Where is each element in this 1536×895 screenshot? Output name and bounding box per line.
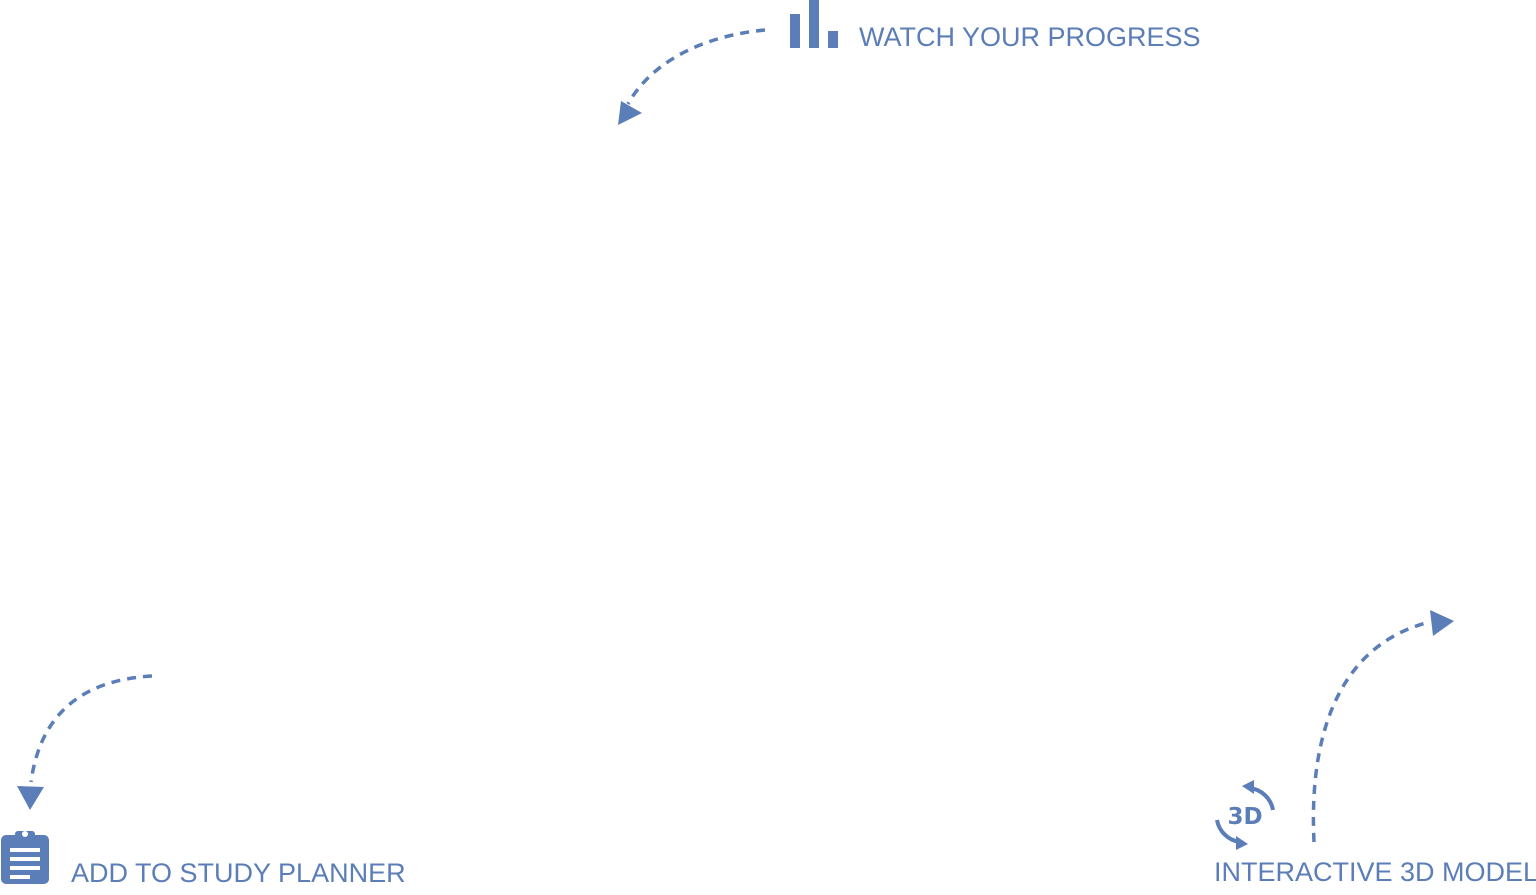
planner-pointer-arrow xyxy=(17,674,153,810)
model-pointer-arrow xyxy=(1311,610,1454,843)
planner-arrowhead xyxy=(17,786,44,810)
add-to-study-planner-label[interactable]: ADD TO STUDY PLANNER xyxy=(71,858,406,888)
clipboard-icon[interactable] xyxy=(0,828,50,885)
progress-pointer-arrow xyxy=(618,28,766,125)
model-arrow-line xyxy=(1311,620,1431,843)
model-arrowhead xyxy=(1430,610,1454,636)
progress-arrow-line xyxy=(626,28,766,105)
progress-arrowhead xyxy=(618,101,642,125)
interactive-3d-model-label[interactable]: INTERACTIVE 3D MODEL xyxy=(1214,857,1536,887)
rotate-3d-icon[interactable]: 3D xyxy=(1212,780,1278,850)
planner-arrow-line xyxy=(29,674,153,783)
watch-progress-label[interactable]: WATCH YOUR PROGRESS xyxy=(859,22,1201,52)
bar-chart-icon[interactable] xyxy=(788,0,840,50)
rotate-3d-icon-text: 3D xyxy=(1227,804,1262,830)
